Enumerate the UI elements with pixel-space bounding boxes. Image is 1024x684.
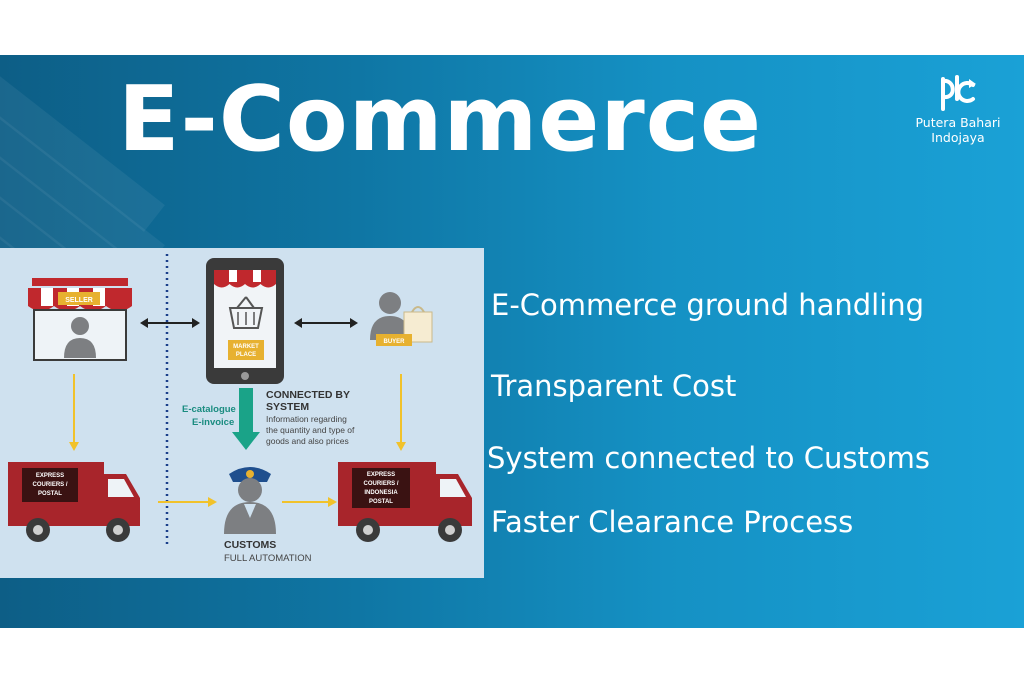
truck-right-label-1: EXPRESS [367, 472, 395, 478]
connected-title-2: SYSTEM [266, 401, 309, 413]
bullet-ground-handling: E-Commerce ground handling [491, 288, 925, 322]
customs-subtitle: FULL AUTOMATION [224, 553, 312, 564]
connected-desc-3: goods and also prices [266, 436, 349, 446]
slide: E-Commerce Putera Bahari Indojaya [0, 55, 1024, 628]
marketplace-label-2: PLACE [236, 352, 256, 358]
seller-label: SELLER [65, 297, 93, 304]
einvoice-label: E-invoice [192, 417, 234, 428]
buyer-person-icon [370, 292, 433, 346]
yellow-arrow-right-icon [158, 497, 217, 507]
ecatalogue-label: E-catalogue [182, 404, 236, 415]
seller-shop-icon [28, 278, 132, 361]
slide-title: E-Commerce [118, 67, 763, 172]
truck-left-label-3: POSTAL [38, 491, 62, 497]
brand-name-line1: Putera Bahari [915, 115, 1001, 130]
buyer-label: BUYER [383, 339, 405, 345]
truck-right-label-2: COURIERS / [363, 481, 398, 487]
double-arrow-icon [294, 318, 358, 328]
courier-truck-right-icon [338, 462, 472, 542]
connected-desc-2: the quantity and type of [266, 425, 355, 435]
connected-desc-1: Information regarding [266, 414, 347, 424]
truck-left-label-2: COURIERS / [32, 482, 67, 488]
green-arrow-down-icon [232, 388, 260, 450]
courier-truck-left-icon [8, 462, 140, 542]
brand-name-line2: Indojaya [931, 130, 985, 145]
marketplace-label-1: MARKET [233, 344, 259, 350]
diagram-canvas: SELLER [8, 254, 472, 564]
pbi-logo-icon [941, 75, 976, 111]
customs-title: CUSTOMS [224, 539, 276, 551]
connected-title-1: CONNECTED BY [266, 389, 350, 401]
customs-officer-icon [224, 467, 276, 534]
yellow-arrow-right-icon [282, 497, 337, 507]
truck-right-label-3: INDONESIA [364, 490, 398, 496]
yellow-arrow-down-icon [396, 374, 406, 451]
double-arrow-icon [140, 318, 200, 328]
bullet-system-customs: System connected to Customs [487, 441, 930, 475]
truck-left-label-1: EXPRESS [36, 473, 64, 479]
truck-right-label-4: POSTAL [369, 499, 393, 505]
brand-logo: Putera Bahari Indojaya [902, 73, 1014, 145]
bullet-faster-clearance: Faster Clearance Process [491, 505, 854, 539]
ecommerce-flow-diagram: SELLER [0, 248, 484, 578]
marketplace-phone-icon [206, 258, 284, 384]
yellow-arrow-down-icon [69, 374, 79, 451]
bullet-transparent-cost: Transparent Cost [491, 369, 737, 403]
